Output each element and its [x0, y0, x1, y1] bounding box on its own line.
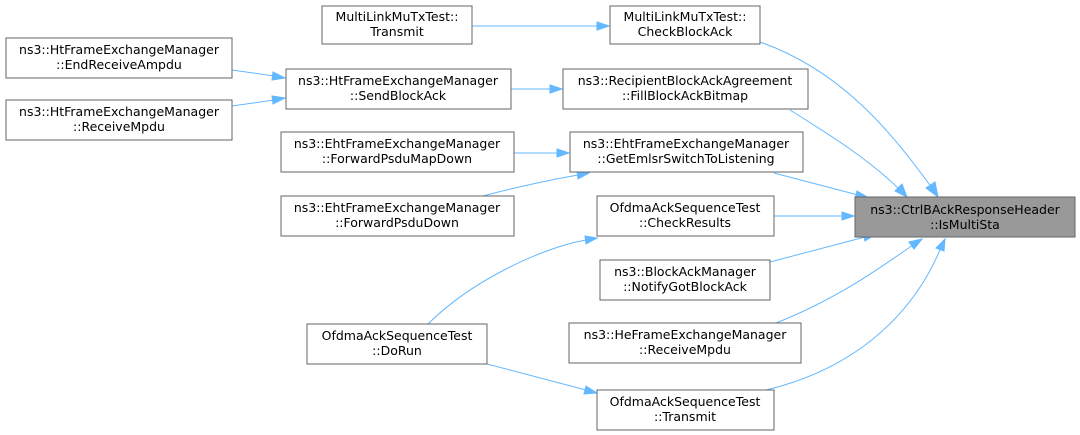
node-line1: ns3::EhtFrameExchangeManager [583, 136, 790, 151]
edge-arrowhead [596, 21, 611, 31]
node-send-block-ack[interactable]: ns3::HtFrameExchangeManager ::SendBlockA… [285, 68, 512, 110]
edge-fwd-psdu-to-emlsr [482, 174, 579, 197]
node-line1: OfdmaAckSequenceTest [610, 394, 761, 409]
node-end-receive-ampdu[interactable]: ns3::HtFrameExchangeManager ::EndReceive… [5, 37, 233, 79]
edge-end-ampdu-to-send-ba [231, 69, 275, 77]
edge-arrowhead [935, 237, 946, 252]
node-ofdma-transmit[interactable]: OfdmaAckSequenceTest ::Transmit [596, 389, 775, 431]
edge-arrowhead [925, 181, 939, 199]
node-notify-got-block-ack[interactable]: ns3::BlockAckManager ::NotifyGotBlockAck [599, 259, 771, 301]
node-line1: MultiLinkMuTxTest:: [336, 9, 459, 24]
edge-notify-to-focus [769, 236, 866, 263]
node-line2: ::ForwardPsduDown [335, 215, 459, 230]
node-line2: ::ReceiveMpdu [73, 119, 165, 134]
edge-arrowhead [271, 95, 287, 105]
node-line2: ::NotifyGotBlockAck [623, 279, 748, 294]
node-line2: ::EndReceiveAmpdu [56, 57, 182, 72]
edge-dorun-to-check-results [427, 239, 587, 325]
edge-arrowhead [556, 148, 571, 158]
node-dorun[interactable]: OfdmaAckSequenceTest ::DoRun [306, 323, 488, 365]
node-line1: OfdmaAckSequenceTest [322, 328, 473, 343]
node-check-results[interactable]: OfdmaAckSequenceTest ::CheckResults [596, 195, 775, 237]
edge-he-receive-to-focus [775, 244, 914, 324]
edge-ht-receive-to-send-ba [231, 99, 275, 107]
node-line2: ::FillBlockAckBitmap [622, 88, 748, 103]
node-mlm-transmit[interactable]: MultiLinkMuTxTest:: Transmit [321, 5, 473, 45]
node-line2: ::GetEmlsrSwitchToListening [597, 151, 774, 166]
edge-emlsr-to-focus [773, 172, 859, 196]
node-line1: MultiLinkMuTxTest:: [624, 9, 747, 24]
edges [231, 21, 946, 395]
edge-fill-bitmap-to-focus [789, 109, 901, 191]
edge-arrowhead [271, 71, 287, 81]
edge-arrowhead [841, 211, 856, 221]
node-line2: ::ReceiveMpdu [639, 342, 731, 357]
edge-mlm-check-to-focus [759, 41, 933, 189]
node-line2: ::ForwardPsduMapDown [322, 151, 472, 166]
edge-dorun-to-ofdma-transmit [486, 363, 587, 391]
node-forward-psdu-map-down[interactable]: ns3::EhtFrameExchangeManager ::ForwardPs… [280, 131, 515, 173]
edge-arrowhead [583, 385, 599, 395]
node-fill-block-ack-bitmap[interactable]: ns3::RecipientBlockAckAgreement ::FillBl… [562, 68, 809, 110]
edge-ofdma-transmit-to-focus [765, 249, 941, 391]
edge-arrowhead [894, 183, 908, 199]
node-line1: OfdmaAckSequenceTest [610, 200, 761, 215]
node-line1: ns3::HtFrameExchangeManager [19, 104, 220, 119]
node-line2: ::Transmit [654, 409, 716, 424]
node-he-receive-mpdu[interactable]: ns3::HeFrameExchangeManager ::ReceiveMpd… [568, 322, 802, 364]
node-line1: ns3::HeFrameExchangeManager [584, 327, 788, 342]
edge-arrowhead [908, 238, 924, 250]
node-ht-receive-mpdu[interactable]: ns3::HtFrameExchangeManager ::ReceiveMpd… [5, 99, 233, 141]
node-get-emlsr-switch-to-listening[interactable]: ns3::EhtFrameExchangeManager ::GetEmlsrS… [569, 131, 804, 173]
node-line1: ns3::EhtFrameExchangeManager [294, 136, 501, 151]
edge-arrowhead [584, 235, 599, 245]
node-line1: ns3::EhtFrameExchangeManager [294, 200, 501, 215]
edge-arrowhead [549, 84, 564, 94]
node-focus-line1: ns3::CtrlBAckResponseHeader [870, 202, 1060, 217]
node-mlm-check-block-ack[interactable]: MultiLinkMuTxTest:: CheckBlockAck [609, 5, 761, 45]
node-line1: ns3::HtFrameExchangeManager [298, 73, 499, 88]
node-line2: ::CheckResults [639, 215, 731, 230]
node-line2: CheckBlockAck [638, 24, 733, 39]
node-line1: ns3::HtFrameExchangeManager [19, 42, 220, 57]
node-line1: ns3::RecipientBlockAckAgreement [578, 73, 793, 88]
node-forward-psdu-down[interactable]: ns3::EhtFrameExchangeManager ::ForwardPs… [280, 195, 515, 237]
node-focus-line2: ::IsMultiSta [930, 217, 1000, 232]
node-line1: ns3::BlockAckManager [614, 264, 757, 279]
node-line2: ::DoRun [372, 343, 422, 358]
node-line2: ::SendBlockAck [350, 88, 447, 103]
node-focus[interactable]: ns3::CtrlBAckResponseHeader ::IsMultiSta [854, 196, 1076, 238]
node-line2: Transmit [369, 24, 424, 39]
